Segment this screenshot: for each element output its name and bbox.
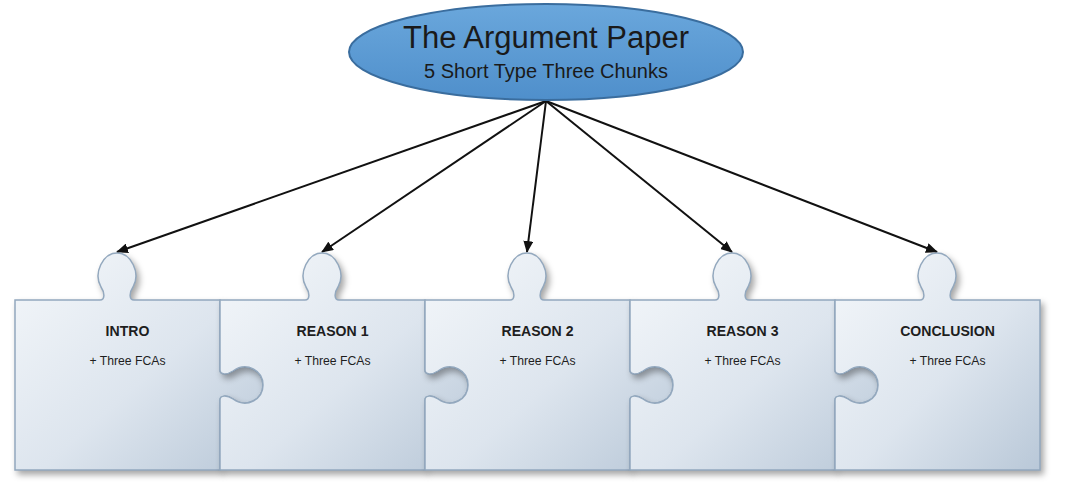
connector-arrow [527,101,546,252]
piece-note: + Three FCAs [455,354,620,369]
subtitle-text: 5 Short Type Three Chunks [424,58,668,84]
piece-heading: INTRO [45,323,210,340]
ellipse-outline [349,4,743,100]
piece-note: + Three FCAs [45,354,210,369]
title-ellipse: The Argument Paper5 Short Type Three Chu… [347,2,745,102]
piece-note: + Three FCAs [660,354,825,369]
puzzle-outline [835,253,1040,470]
puzzle-piece: CONCLUSION + Three FCAs [825,245,1084,480]
piece-heading: REASON 2 [455,323,620,340]
piece-heading: CONCLUSION [865,323,1030,340]
title-text: The Argument Paper [403,20,689,56]
connector-arrow [117,101,546,252]
piece-note: + Three FCAs [865,354,1030,369]
piece-heading: REASON 1 [250,323,415,340]
connector-arrow [546,101,732,252]
piece-heading: REASON 3 [660,323,825,340]
connector-arrow [322,101,546,252]
connector-arrow [546,101,937,252]
piece-note: + Three FCAs [250,354,415,369]
